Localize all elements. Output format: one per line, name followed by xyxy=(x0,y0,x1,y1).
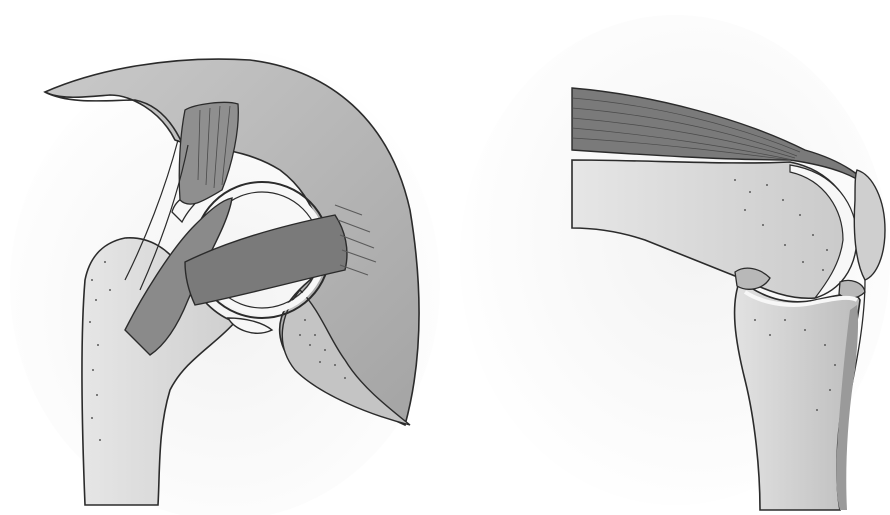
shoulder-joint-panel xyxy=(0,0,445,515)
knee-joint-illustration xyxy=(445,0,890,515)
shoulder-joint-illustration xyxy=(0,0,445,515)
knee-joint-panel xyxy=(445,0,890,515)
